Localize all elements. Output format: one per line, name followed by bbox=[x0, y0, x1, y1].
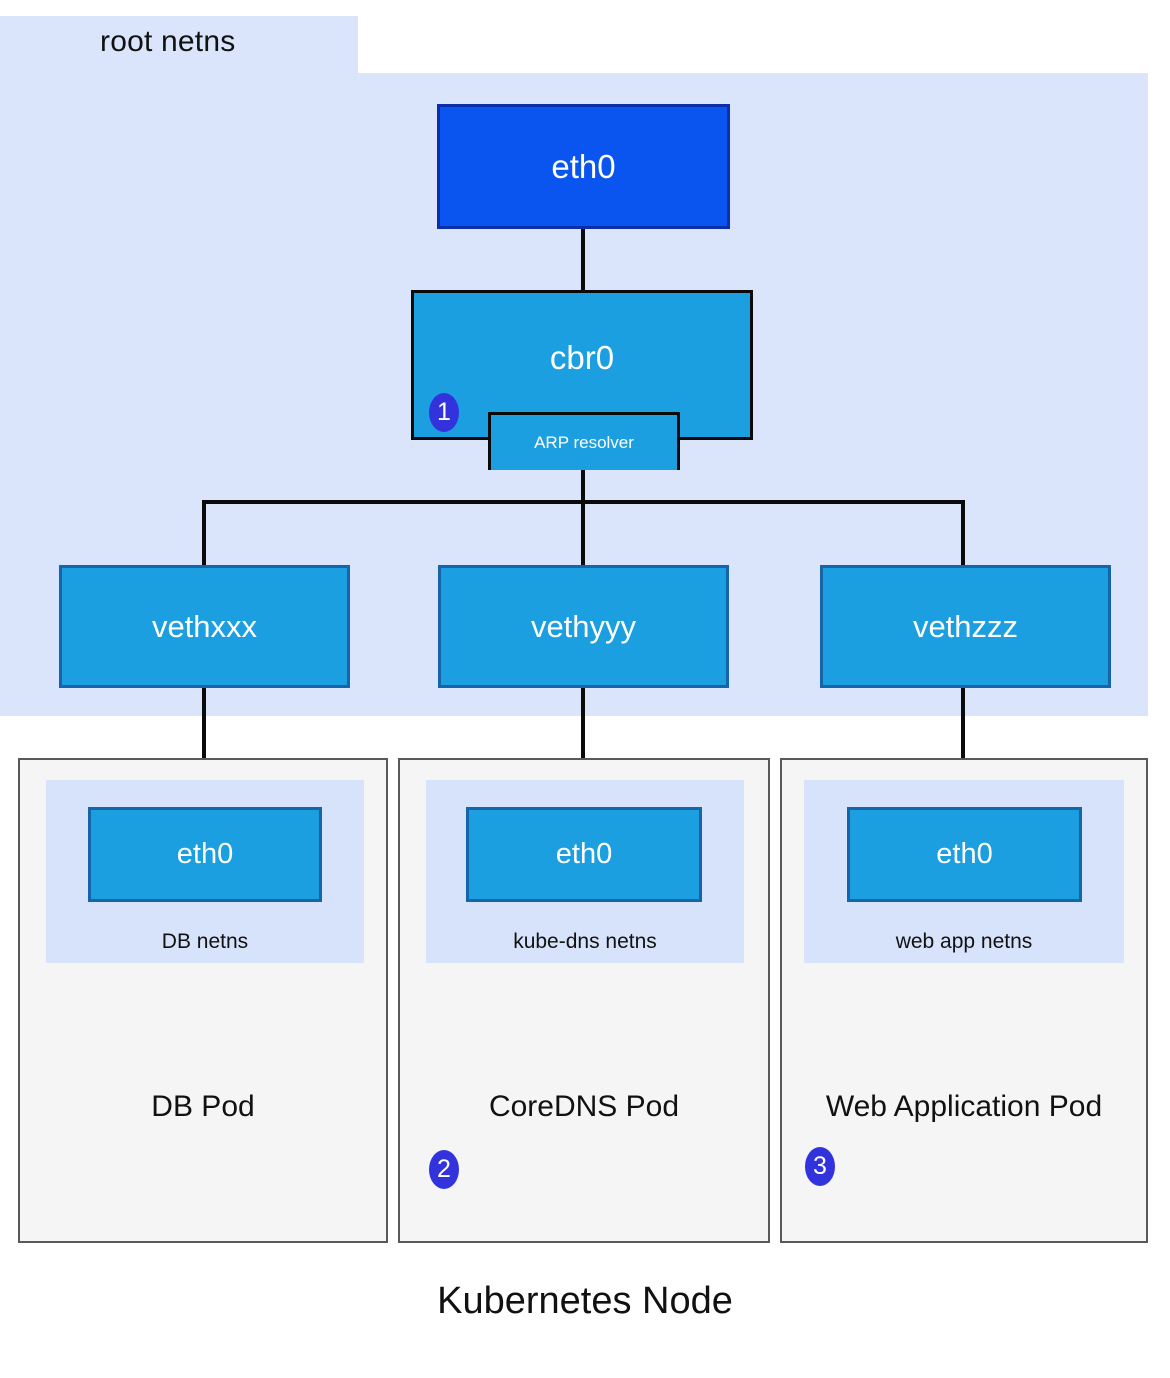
connector-bus-to-vethxxx bbox=[202, 500, 206, 567]
connector-bus-to-vethzzz bbox=[961, 500, 965, 567]
host-eth0-node: eth0 bbox=[437, 104, 730, 229]
badge-3: 3 bbox=[805, 1147, 835, 1186]
coredns-pod-eth0-node: eth0 bbox=[466, 807, 702, 902]
db-pod-eth0-node: eth0 bbox=[88, 807, 322, 902]
connector-vethxxx-to-db-eth0 bbox=[202, 688, 206, 810]
vethyyy-node: vethyyy bbox=[438, 565, 729, 688]
badge-1: 1 bbox=[429, 393, 459, 432]
arp-resolver-node: ARP resolver bbox=[488, 412, 680, 470]
kube-dns-netns-label: kube-dns netns bbox=[513, 930, 657, 953]
connector-arp-to-bus bbox=[581, 470, 585, 504]
vethzzz-node: vethzzz bbox=[820, 565, 1111, 688]
connector-bus-to-vethyyy bbox=[581, 500, 585, 567]
connector-vethzzz-to-web-eth0 bbox=[961, 688, 965, 810]
badge-2: 2 bbox=[429, 1150, 459, 1189]
web-app-netns-label: web app netns bbox=[895, 930, 1033, 953]
db-pod-title: DB Pod bbox=[151, 1090, 255, 1123]
connector-vethyyy-to-dns-eth0 bbox=[581, 688, 585, 810]
web-application-pod-title: Web Application Pod bbox=[825, 1090, 1103, 1123]
db-netns-label: DB netns bbox=[161, 930, 249, 953]
root-netns-label: root netns bbox=[100, 25, 236, 58]
web-app-pod-eth0-node: eth0 bbox=[847, 807, 1082, 902]
root-netns-label-tab bbox=[0, 16, 358, 74]
vethxxx-node: vethxxx bbox=[59, 565, 350, 688]
coredns-pod-title: CoreDNS Pod bbox=[488, 1090, 680, 1123]
diagram-caption: Kubernetes Node bbox=[437, 1280, 733, 1322]
connector-eth0-to-cbr0 bbox=[581, 229, 585, 291]
